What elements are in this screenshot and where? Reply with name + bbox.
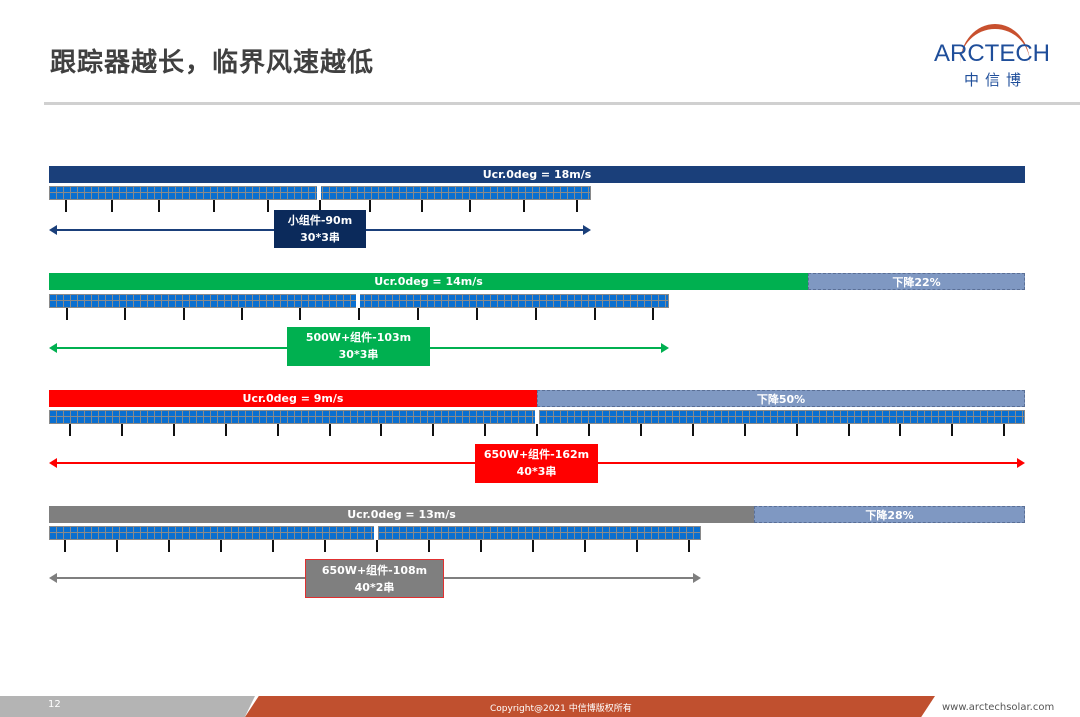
label-strings: 30*3串 (338, 348, 379, 361)
title-divider (44, 102, 1080, 105)
tracker-post (267, 200, 269, 212)
tracker-post (795, 424, 798, 436)
tracker-post (532, 540, 534, 552)
slide-title: 跟踪器越长，临界风速越低 (50, 48, 375, 78)
label-strings: 40*2串 (354, 581, 395, 594)
speed-bar: Ucr.0deg = 14m/s (49, 273, 808, 290)
tracker-post (358, 308, 360, 320)
tracker-post (636, 540, 638, 552)
tracker-post (743, 424, 746, 436)
label-strings: 30*3串 (300, 231, 340, 244)
tracker-post (535, 308, 537, 320)
logo-cn: 中信博 (964, 71, 1028, 89)
tracker-post (691, 424, 694, 436)
tracker-label-box: 650W+组件-162m 40*3串 (475, 444, 598, 483)
page-number: 12 (48, 699, 61, 710)
drop-bar: 下降22% (808, 273, 1025, 290)
tracker-post (220, 540, 222, 552)
tracker-post (66, 308, 68, 320)
panel-gap (356, 294, 360, 308)
tracker-post (480, 540, 482, 552)
tracker-post (652, 308, 654, 320)
tracker-post (1003, 424, 1006, 436)
tracker-post (213, 200, 215, 212)
drop-bar: 下降28% (754, 506, 1025, 523)
tracker-post (158, 200, 160, 212)
tracker-post (124, 308, 126, 320)
tracker-post (428, 540, 430, 552)
tracker-post (584, 540, 586, 552)
tracker-post (224, 424, 227, 436)
drop-bar: 下降50% (537, 390, 1025, 407)
tracker-post (376, 540, 378, 552)
speed-bar: Ucr.0deg = 9m/s (49, 390, 537, 407)
website: www.arctechsolar.com (942, 702, 1055, 713)
tracker-post (523, 200, 525, 212)
tracker-post (241, 308, 243, 320)
tracker-post (172, 424, 175, 436)
label-strings: 40*3串 (516, 465, 557, 478)
copyright: Copyright@2021 中信博版权所有 (490, 704, 632, 714)
tracker-post (64, 540, 66, 552)
speed-bar: Ucr.0deg = 18m/s (49, 166, 1025, 183)
tracker-post (951, 424, 954, 436)
panel-gap (535, 410, 539, 424)
tracker-post (594, 308, 596, 320)
tracker-post (421, 200, 423, 212)
tracker-post (476, 308, 478, 320)
logo-arc (960, 24, 1030, 64)
tracker-post (576, 200, 578, 212)
tracker-post (69, 424, 71, 436)
footer-center-band (245, 696, 935, 717)
panel-gap (317, 186, 321, 200)
tracker-post (324, 540, 326, 552)
tracker-post (899, 424, 902, 436)
tracker-post (369, 200, 371, 212)
tracker-post (120, 424, 123, 436)
tracker-post (328, 424, 331, 436)
panel-gap (374, 526, 378, 540)
tracker-post (111, 200, 113, 212)
label-length: 500W+组件-103m (305, 331, 412, 344)
tracker-post (183, 308, 185, 320)
tracker-post (847, 424, 850, 436)
tracker-post (469, 200, 471, 212)
label-length: 小组件-90m (287, 214, 353, 227)
logo-en: ARCTECH (934, 40, 1051, 67)
tracker-post (272, 540, 274, 552)
arctech-logo: ARCTECH 中信博 (930, 22, 1055, 92)
footer-left-band (0, 696, 255, 717)
speed-bar: Ucr.0deg = 13m/s (49, 506, 754, 523)
label-length: 650W+组件-108m (321, 564, 428, 577)
tracker-post (688, 540, 690, 552)
label-length: 650W+组件-162m (483, 448, 590, 461)
tracker-post (299, 308, 301, 320)
tracker-post (168, 540, 170, 552)
tracker-post (588, 424, 590, 436)
tracker-post (417, 308, 419, 320)
tracker-post (536, 424, 539, 436)
tracker-label-box: 650W+组件-108m 40*2串 (305, 559, 444, 598)
tracker-post (639, 424, 642, 436)
tracker-label-box: 小组件-90m 30*3串 (274, 210, 366, 248)
tracker-label-box: 500W+组件-103m 30*3串 (287, 327, 430, 366)
tracker-post (380, 424, 383, 436)
tracker-post (319, 200, 321, 212)
tracker-post (65, 200, 67, 212)
tracker-post (116, 540, 118, 552)
tracker-post (484, 424, 487, 436)
tracker-post (432, 424, 435, 436)
tracker-post (276, 424, 279, 436)
